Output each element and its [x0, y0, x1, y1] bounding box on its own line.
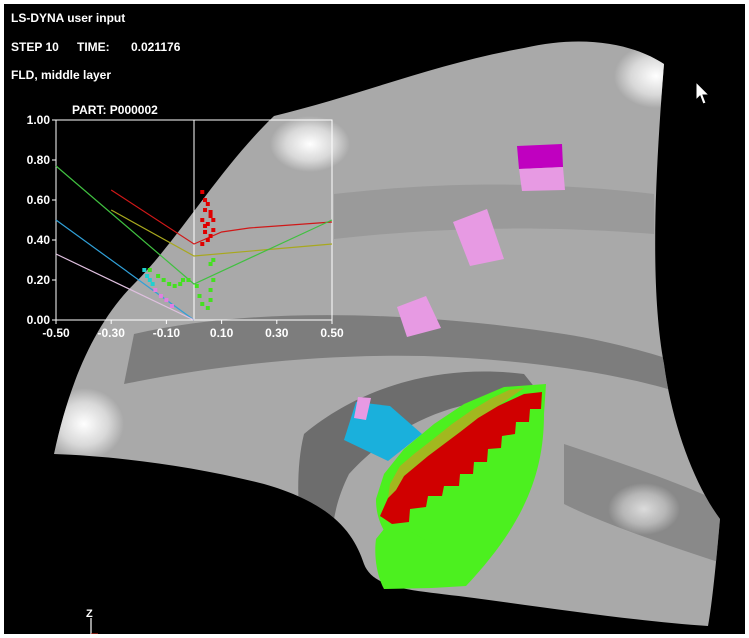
strain-point — [200, 190, 205, 194]
strain-point — [205, 306, 210, 310]
element-pink — [453, 209, 504, 266]
strain-point — [205, 238, 210, 242]
element-magenta — [517, 144, 563, 169]
element-pink — [397, 296, 441, 337]
element-green-zone-lower — [375, 529, 432, 589]
time-label: TIME: — [77, 40, 110, 54]
x-tick-label: 0.50 — [320, 326, 344, 340]
fld-limit-curve — [55, 165, 333, 285]
strain-point — [186, 278, 191, 282]
x-tick-label: -0.30 — [98, 326, 126, 340]
strain-point — [208, 262, 213, 266]
strain-point — [158, 294, 163, 298]
element-pink — [354, 397, 371, 420]
strain-point — [172, 284, 177, 288]
strain-point — [200, 302, 205, 306]
strain-point — [208, 298, 213, 302]
y-tick-label: 0.40 — [27, 233, 51, 247]
upper-shade — [334, 184, 654, 239]
strain-point — [208, 214, 213, 218]
strain-point — [161, 278, 166, 282]
x-tick-label: 0.30 — [265, 326, 289, 340]
strain-point — [211, 258, 216, 262]
strain-point — [142, 268, 147, 272]
strain-point — [205, 222, 210, 226]
fld-limit-curve — [110, 209, 333, 257]
result-type: FLD, middle layer — [11, 68, 112, 82]
fld-limit-curve — [55, 253, 195, 321]
element-red-band — [380, 392, 542, 524]
strain-point — [208, 234, 213, 238]
ridge-shadow — [124, 315, 684, 394]
strain-point — [169, 304, 174, 308]
glare-spot — [608, 483, 680, 535]
strain-point — [211, 228, 216, 232]
strain-point — [203, 208, 208, 212]
x-tick-label: 0.10 — [210, 326, 234, 340]
strain-point — [208, 210, 213, 214]
fld-chart: PART: P000002 -0.50 -0.30 -0.10 0.10 0.30 0.50… — [27, 103, 344, 340]
triad-z-label: Z — [86, 608, 93, 620]
strain-point — [178, 282, 183, 286]
strain-point — [180, 278, 185, 282]
strain-point — [203, 198, 208, 202]
element-pink — [519, 167, 565, 191]
strain-point — [194, 284, 199, 288]
strain-point — [145, 274, 150, 278]
strain-point — [150, 282, 155, 286]
strain-point — [147, 268, 152, 272]
strain-point — [167, 282, 172, 286]
fld-limit-curve — [55, 219, 195, 321]
strain-point — [203, 230, 208, 234]
step-label: STEP 10 — [11, 40, 59, 54]
time-value: 0.021176 — [131, 40, 181, 54]
x-tick-label: -0.50 — [42, 326, 70, 340]
strain-point — [211, 278, 216, 282]
strain-point — [147, 278, 152, 282]
y-tick-label: 0.80 — [27, 153, 51, 167]
axis-triad — [90, 618, 98, 634]
strain-point — [156, 274, 161, 278]
strain-point — [200, 242, 205, 246]
y-tick-label: 1.00 — [27, 113, 51, 127]
y-tick-label: 0.00 — [27, 313, 51, 327]
fld-mesh-model — [54, 41, 720, 627]
strain-point — [197, 294, 202, 298]
strain-point — [211, 218, 216, 222]
graphics-viewport[interactable]: LS-DYNA user input STEP 10 TIME: 0.02117… — [4, 4, 745, 634]
strain-point — [153, 288, 158, 292]
mouse-cursor-icon — [695, 80, 711, 105]
y-tick-label: 0.60 — [27, 193, 51, 207]
strain-point — [205, 202, 210, 206]
strain-point — [203, 224, 208, 228]
fld-limit-curve — [110, 189, 333, 245]
strain-point — [164, 298, 169, 302]
app-title: LS-DYNA user input — [11, 11, 126, 25]
strain-point — [208, 288, 213, 292]
strain-point — [200, 218, 205, 222]
chart-title: PART: P000002 — [72, 103, 158, 117]
glare-spot — [270, 116, 350, 172]
y-tick-label: 0.20 — [27, 273, 51, 287]
x-tick-label: -0.10 — [153, 326, 181, 340]
